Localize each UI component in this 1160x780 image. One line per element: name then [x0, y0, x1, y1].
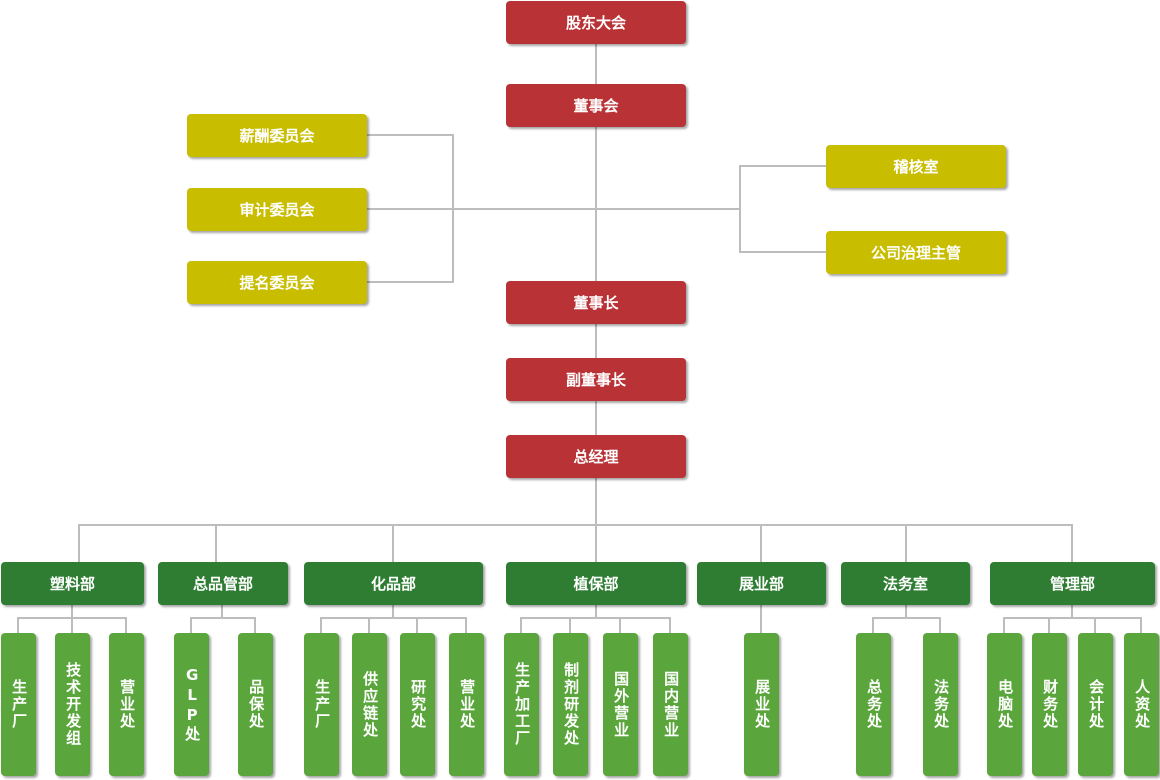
unit-label: 财务处 — [1041, 679, 1060, 730]
internal-audit-office-box[interactable]: 稽核室 — [826, 145, 1006, 188]
unit-box[interactable]: 生产厂 — [304, 633, 339, 776]
unit-label: 供应链处 — [361, 670, 380, 739]
unit-label: 制剂研发处 — [562, 662, 581, 747]
node-label: 副董事长 — [565, 371, 626, 389]
node-label: 法务室 — [882, 575, 928, 593]
unit-box[interactable]: 技术开发组 — [55, 633, 90, 776]
unit-label: 展业处 — [753, 679, 772, 730]
department-box-business-development[interactable]: 展业部 — [697, 562, 826, 605]
vice-chairman-box[interactable]: 副董事长 — [506, 358, 686, 401]
department-box-plastics[interactable]: 塑料部 — [1, 562, 144, 605]
unit-label: 国内营业 — [662, 670, 681, 739]
unit-label: 人资处 — [1133, 679, 1152, 730]
unit-box[interactable]: 研究处 — [400, 633, 435, 776]
node-label: 总品管部 — [192, 575, 253, 593]
node-label: 审计委员会 — [239, 201, 315, 219]
unit-box[interactable]: 品保处 — [238, 633, 273, 776]
nomination-committee-box[interactable]: 提名委员会 — [187, 261, 367, 304]
shareholders-meeting-box[interactable]: 股东大会 — [506, 1, 686, 44]
node-label: 提名委员会 — [239, 274, 315, 292]
department-box-administration[interactable]: 管理部 — [990, 562, 1155, 605]
unit-box[interactable]: 人资处 — [1124, 633, 1159, 776]
chairman-box[interactable]: 董事长 — [506, 281, 686, 324]
unit-box[interactable]: 总务处 — [856, 633, 891, 776]
node-label: 塑料部 — [49, 575, 95, 593]
unit-box[interactable]: 营业处 — [109, 633, 144, 776]
unit-label: 营业处 — [118, 679, 137, 730]
node-label: 总经理 — [573, 448, 619, 466]
department-box-legal[interactable]: 法务室 — [841, 562, 970, 605]
unit-box[interactable]: 生产加工厂 — [504, 633, 539, 776]
general-manager-box[interactable]: 总经理 — [506, 435, 686, 478]
department-box-quality[interactable]: 总品管部 — [158, 562, 288, 605]
node-label: 董事长 — [573, 294, 619, 312]
board-of-directors-box[interactable]: 董事会 — [506, 84, 686, 127]
node-label: 公司治理主管 — [870, 244, 961, 262]
unit-box[interactable]: 国外营业 — [603, 633, 638, 776]
unit-box[interactable]: 供应链处 — [352, 633, 387, 776]
unit-label: 技术开发组 — [64, 662, 83, 747]
department-box-chemicals[interactable]: 化品部 — [304, 562, 483, 605]
unit-label: 电脑处 — [996, 679, 1015, 730]
unit-box[interactable]: 展业处 — [744, 633, 779, 776]
department-box-crop-protection[interactable]: 植保部 — [506, 562, 686, 605]
unit-label: 会计处 — [1087, 679, 1106, 730]
corporate-governance-officer-box[interactable]: 公司治理主管 — [826, 231, 1006, 274]
unit-label: GLP处 — [183, 666, 202, 743]
node-label: 董事会 — [573, 97, 619, 115]
unit-box[interactable]: 财务处 — [1032, 633, 1067, 776]
unit-box[interactable]: 国内营业 — [653, 633, 688, 776]
unit-label: 国外营业 — [612, 670, 631, 739]
unit-label: 生产加工厂 — [513, 662, 532, 747]
audit-committee-box[interactable]: 审计委员会 — [187, 188, 367, 231]
node-label: 展业部 — [738, 575, 784, 593]
unit-box[interactable]: 会计处 — [1078, 633, 1113, 776]
unit-label: 法务处 — [932, 679, 951, 730]
unit-label: 营业处 — [458, 679, 477, 730]
compensation-committee-box[interactable]: 薪酬委员会 — [187, 114, 367, 157]
unit-box[interactable]: GLP处 — [174, 633, 209, 776]
unit-label: 品保处 — [247, 679, 266, 730]
node-label: 化品部 — [370, 575, 416, 593]
node-label: 股东大会 — [565, 14, 626, 32]
unit-box[interactable]: 制剂研发处 — [553, 633, 588, 776]
node-label: 薪酬委员会 — [239, 127, 315, 145]
unit-box[interactable]: 生产厂 — [1, 633, 36, 776]
node-label: 稽核室 — [893, 158, 939, 176]
unit-box[interactable]: 法务处 — [923, 633, 958, 776]
unit-box[interactable]: 营业处 — [449, 633, 484, 776]
unit-label: 生产厂 — [313, 679, 332, 730]
unit-box[interactable]: 电脑处 — [987, 633, 1022, 776]
unit-label: 生产厂 — [10, 679, 29, 730]
unit-label: 研究处 — [409, 679, 428, 730]
node-label: 植保部 — [573, 575, 619, 593]
node-label: 管理部 — [1049, 575, 1095, 593]
unit-label: 总务处 — [865, 679, 884, 730]
